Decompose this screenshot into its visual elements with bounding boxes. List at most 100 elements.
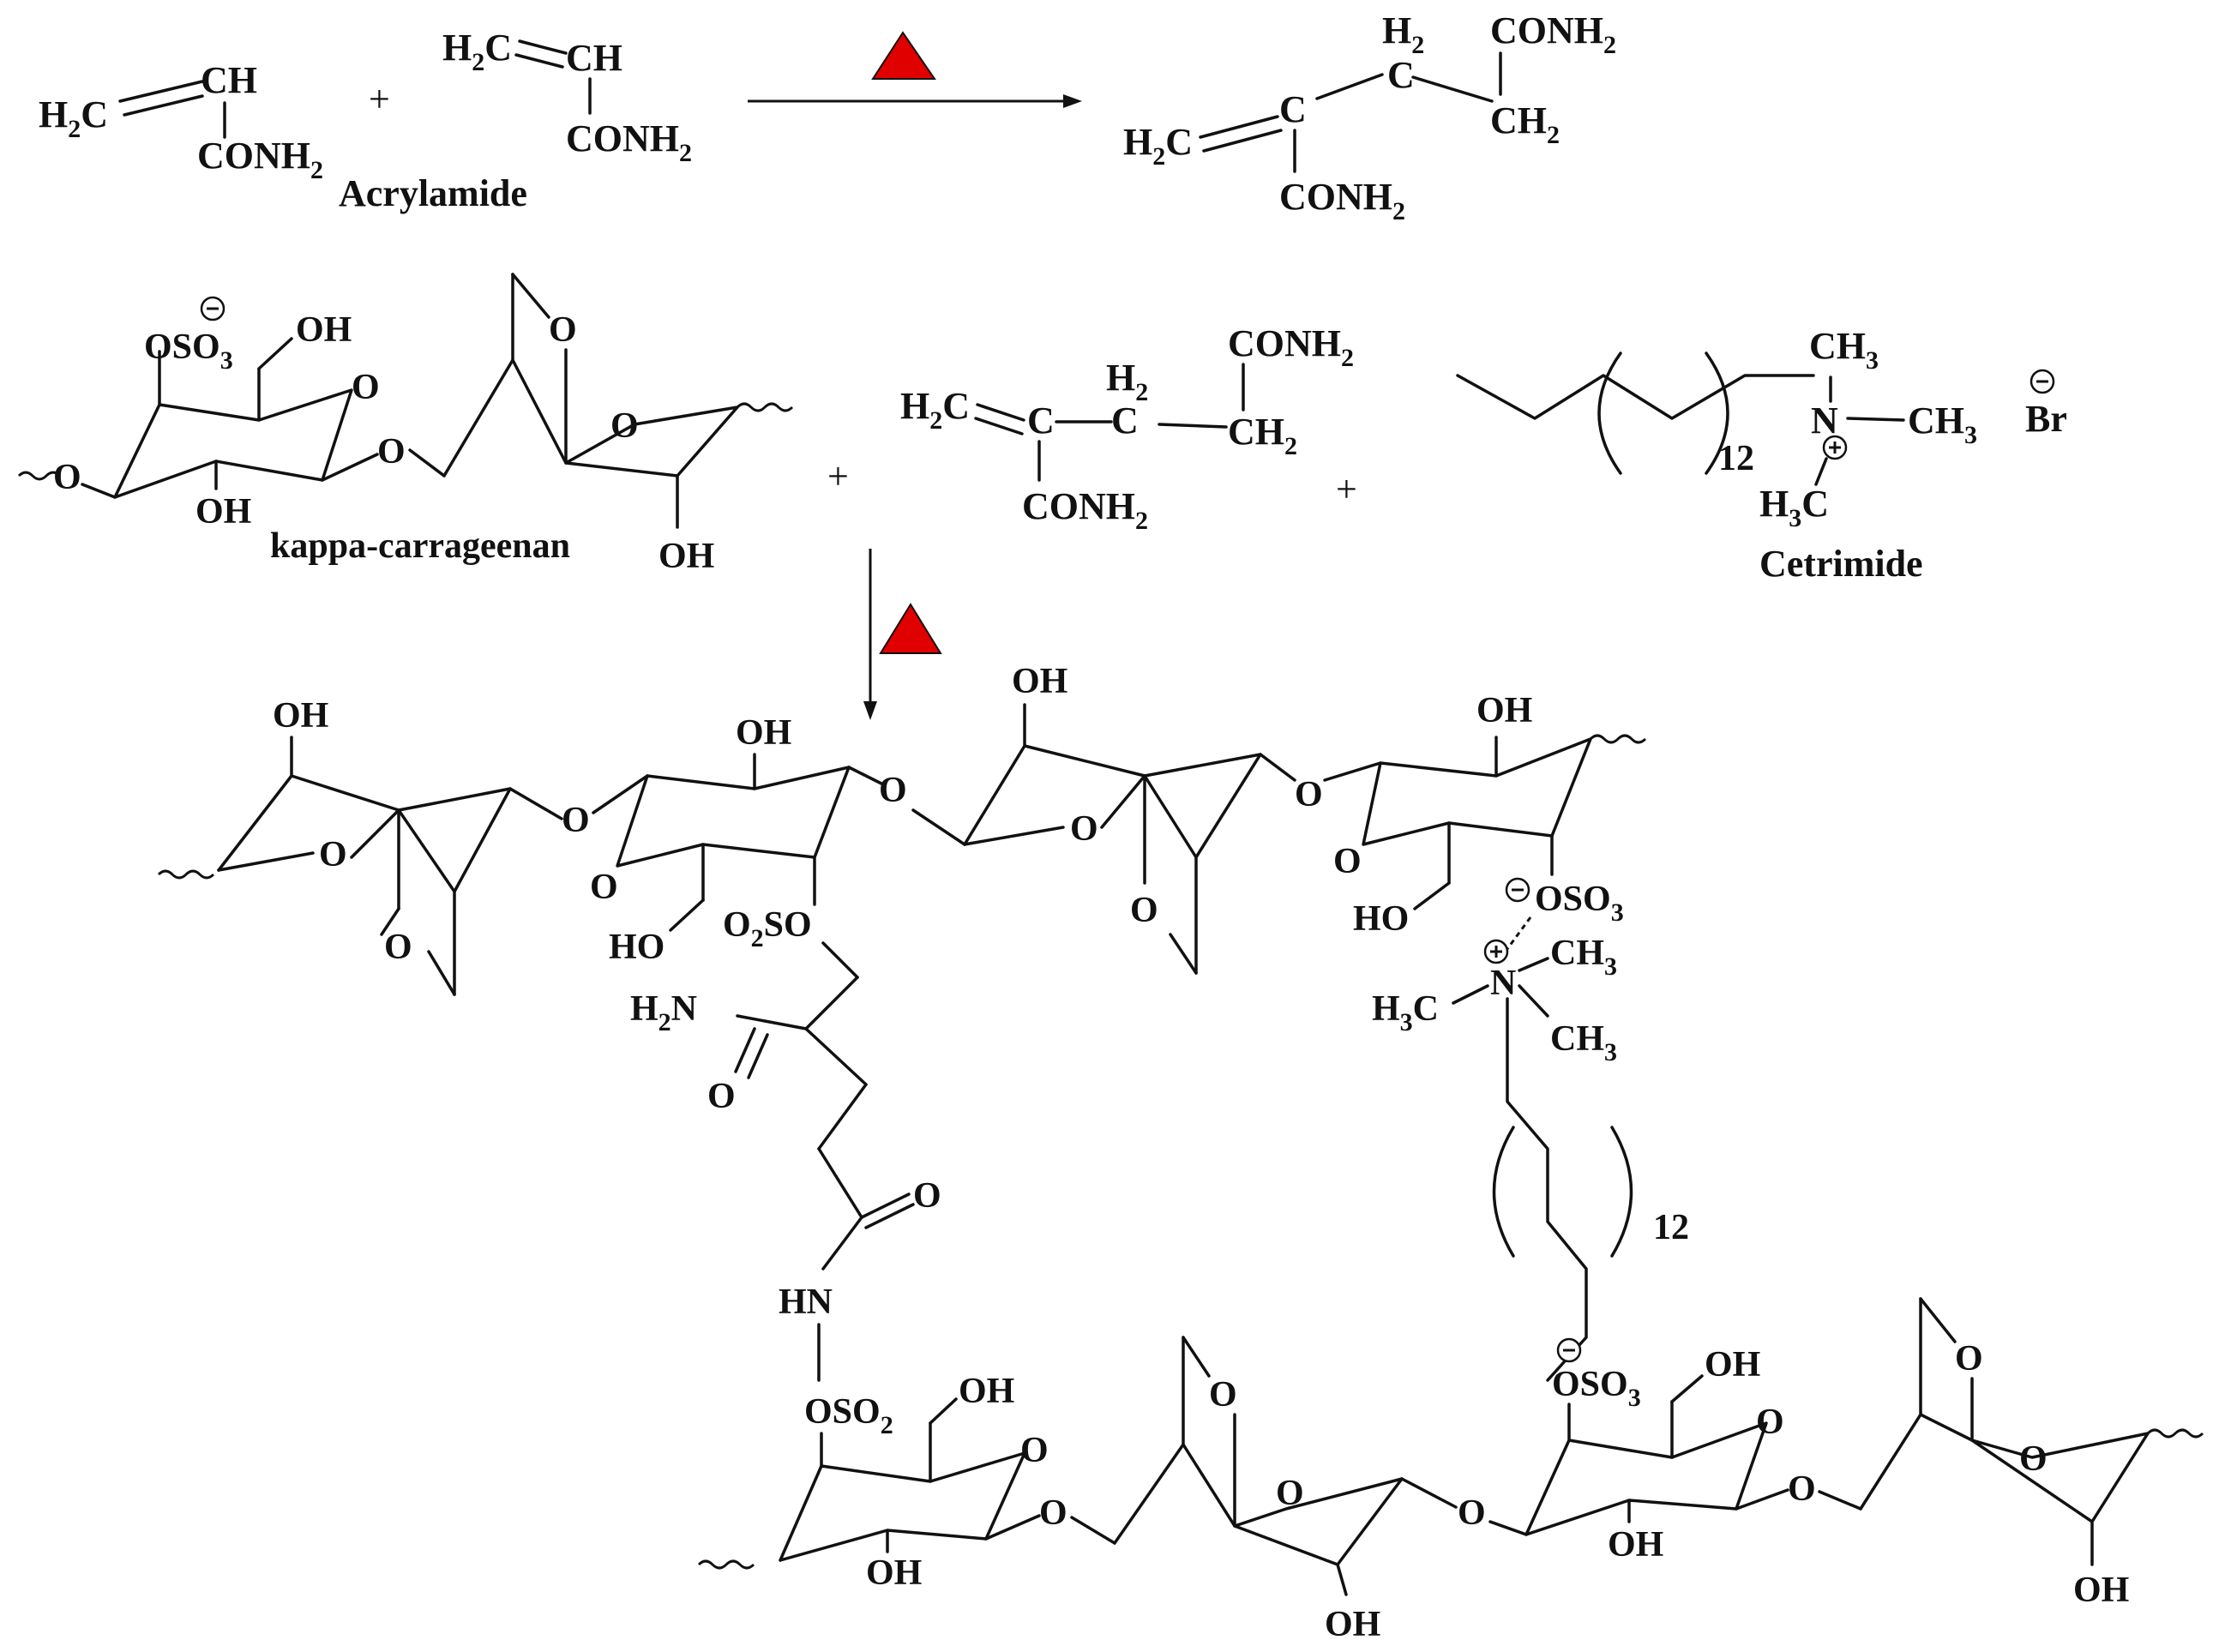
reaction-arrow-1 [748,31,1082,108]
svg-text:O: O [384,928,412,967]
kappa-carrageenan: O OSO3 OH O OH O O O OH kappa-carrageena… [17,273,794,576]
svg-text:OH: OH [1608,1525,1663,1565]
svg-text:OSO2: OSO2 [804,1392,893,1439]
svg-text:HN: HN [779,1283,833,1322]
svg-text:OSO3: OSO3 [144,327,233,375]
svg-text:N: N [1490,964,1516,1003]
svg-text:Br: Br [2025,398,2067,440]
svg-text:O: O [1130,891,1158,930]
svg-text:OSO3: OSO3 [1552,1365,1641,1412]
svg-text:CONH2: CONH2 [1490,9,1616,59]
svg-text:O: O [377,432,406,472]
ch-label: CH [201,59,257,101]
svg-text:HO: HO [609,928,664,967]
svg-text:H2: H2 [1382,9,1424,59]
svg-text:O: O [1020,1431,1049,1470]
product-top-chain: O OH O O OH O HO O2SO O O OH O [157,662,1647,996]
svg-text:C: C [1279,88,1307,130]
svg-text:OH: OH [2073,1571,2129,1610]
svg-text:OH: OH [1325,1605,1380,1644]
svg-text:O: O [1039,1493,1067,1533]
product-bottom-chain: OSO2 OH O OH O O O OH O OSO3 OH [697,1297,2204,1644]
ammonium-chain: N CH3 H3C CH3 12 [1372,916,1689,1382]
svg-text:Cetrimide: Cetrimide [1759,543,1923,585]
svg-text:N: N [1811,399,1838,442]
svg-text:O: O [1788,1469,1816,1509]
svg-text:C: C [1027,399,1055,442]
svg-text:O: O [352,368,380,407]
graft-chain: H2N O O HN [630,941,941,1382]
negative-charge-icon [1505,877,1530,903]
svg-text:H2C: H2C [1123,121,1193,171]
svg-text:O: O [1955,1339,1983,1379]
svg-text:HO: HO [1353,899,1409,939]
svg-text:CONH2: CONH2 [1279,176,1405,225]
svg-text:CH2: CH2 [1490,99,1560,149]
positive-charge-icon [1483,939,1509,964]
svg-text:O: O [1209,1375,1237,1415]
svg-text:O2SO: O2SO [723,905,812,952]
svg-text:CH: CH [566,37,622,79]
svg-text:CH3: CH3 [1550,934,1617,981]
svg-text:CH3: CH3 [1809,325,1879,375]
svg-text:H2: H2 [1106,357,1148,406]
svg-text:OH: OH [273,696,328,736]
negative-charge-icon [200,296,226,321]
plus-sign-1: + [369,78,390,120]
svg-text:O: O [1333,842,1362,881]
svg-text:C: C [1387,54,1415,96]
svg-text:CH2: CH2 [1228,411,1297,460]
svg-text:CONH2: CONH2 [1022,485,1148,535]
svg-text:OH: OH [866,1553,922,1593]
svg-text:O: O [1276,1474,1304,1513]
svg-text:O: O [1458,1493,1486,1533]
h2c-h: H [39,93,68,135]
heat-triangle-icon [879,603,942,654]
svg-text:CH3: CH3 [1908,399,1977,449]
svg-text:C: C [1111,399,1139,442]
svg-text:O: O [610,406,639,446]
plus-sign-3: + [1336,468,1357,510]
svg-text:CONH2: CONH2 [566,117,692,167]
svg-text:H2N: H2N [630,989,697,1036]
svg-text:OH: OH [195,492,251,532]
positive-charge-icon [1822,435,1848,460]
svg-text:O: O [319,835,347,874]
svg-text:OH: OH [959,1372,1014,1411]
svg-text:O: O [913,1176,941,1216]
negative-charge-icon [2030,369,2055,394]
svg-text:O: O [1070,809,1098,849]
svg-text:H2C: H2C [900,385,970,435]
svg-text:OH: OH [1476,691,1532,730]
plus-sign-2: + [827,455,849,497]
svg-text:OH: OH [296,310,352,350]
svg-text:CH3: CH3 [1550,1019,1617,1066]
svg-text:CONH2: CONH2 [1228,322,1354,372]
svg-text:OH: OH [658,537,714,576]
cetrimide: 12 N CH3 CH3 H3C Br Cetrimide [1456,325,2067,585]
svg-text:O: O [2019,1439,2048,1479]
svg-text:OSO3: OSO3 [1535,880,1624,927]
monomer-label: Acrylamide [339,172,527,214]
svg-text:O: O [53,458,81,497]
svg-text:OH: OH [1012,662,1067,701]
svg-text:O: O [1295,775,1323,814]
svg-text:H3C: H3C [1759,483,1829,532]
svg-text:H3C: H3C [1372,989,1439,1036]
svg-text:O: O [549,310,577,350]
acrylamide-monomer-2: H2C CH CONH2 [442,27,692,167]
svg-text:kappa-carrageenan: kappa-carrageenan [270,526,570,566]
svg-text:H2C: H2C [442,27,512,76]
svg-text:12: 12 [1653,1208,1689,1247]
svg-text:O: O [1756,1403,1784,1442]
reaction-arrow-2 [863,549,942,720]
heat-triangle-icon [871,31,936,80]
acrylamide-monomer-1: H2C CH CONH2 [39,59,323,184]
svg-text:O: O [562,801,590,840]
svg-text:OH: OH [1705,1345,1760,1385]
svg-text:O: O [707,1077,736,1116]
negative-charge-icon [1556,1337,1582,1363]
acrylamide-dimer-product: H2 C CONH2 CH2 C H2C CONH2 [1123,9,1616,225]
conh2-label: CONH2 [197,135,323,184]
